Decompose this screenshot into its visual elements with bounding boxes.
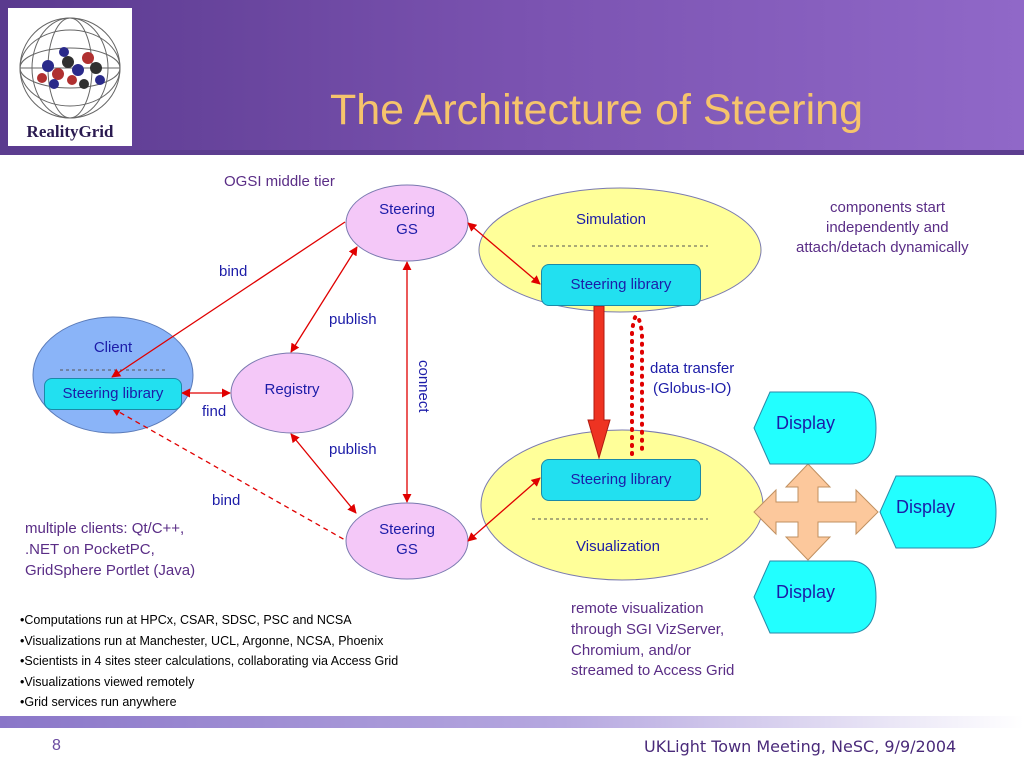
- display-right-label: Display: [896, 497, 956, 517]
- bullet-item: •Computations run at HPCx, CSAR, SDSC, P…: [20, 613, 352, 627]
- note-clients-2: .NET on PocketPC,: [25, 541, 155, 558]
- display-right: [879, 475, 997, 549]
- bullet-item: •Visualizations run at Manchester, UCL, …: [20, 633, 384, 648]
- data-transfer-line-1: data transfer: [650, 360, 735, 377]
- logo: RealityGrid: [8, 8, 132, 146]
- note-clients-3: GridSphere Portlet (Java): [25, 562, 196, 579]
- note-components-2: independently and: [826, 219, 949, 236]
- simulation-steering-library: Steering library: [541, 264, 701, 306]
- display-top-label: Display: [776, 413, 836, 433]
- simulation-label: Simulation: [575, 211, 647, 228]
- bullet-item: •Scientists in 4 sites steer calculation…: [20, 654, 399, 668]
- bullet-list: •Computations run at HPCx, CSAR, SDSC, P…: [20, 610, 398, 713]
- edge-label-find: find: [202, 403, 227, 420]
- display-top: [753, 391, 877, 465]
- edge-label-publish-top: publish: [329, 311, 377, 328]
- edge-label-bind-top: bind: [219, 263, 248, 280]
- registry-label: Registry: [264, 381, 320, 398]
- registry-node: [230, 352, 354, 434]
- footer-bar: [0, 716, 1024, 728]
- note-remote-vis-3: Chromium, and/or: [571, 642, 692, 659]
- connector-cross-icon: [753, 463, 879, 561]
- note-components-3: attach/detach dynamically: [796, 239, 969, 256]
- slide-header: [0, 0, 1024, 155]
- note-remote-vis-2: through SGI VizServer,: [571, 621, 725, 638]
- steering-gs-bottom-label: Steering GS: [379, 521, 435, 558]
- arrow-down-icon: [587, 305, 611, 460]
- ogsi-label: OGSI middle tier: [224, 173, 335, 190]
- globe-molecule-icon: [19, 17, 121, 119]
- visualization-steering-library: Steering library: [541, 459, 701, 501]
- client-label: Client: [93, 339, 133, 356]
- note-clients-1: multiple clients: Qt/C++,: [25, 520, 185, 537]
- edge-label-connect: connect: [415, 360, 432, 413]
- visualization-label: Visualization: [576, 538, 660, 555]
- logo-text: RealityGrid: [26, 122, 114, 141]
- display-bottom-label: Display: [776, 582, 836, 602]
- data-transfer-loop: [630, 314, 644, 456]
- edge-label-publish-bottom: publish: [329, 441, 377, 458]
- client-steering-library: Steering library: [44, 378, 182, 410]
- edge-gs-bottom-vis: [467, 477, 541, 542]
- header-divider: [0, 150, 1024, 155]
- slide-title: The Architecture of Steering: [330, 86, 864, 134]
- page-number: 8: [52, 737, 61, 754]
- client-node: [32, 316, 194, 434]
- note-components-1: components start: [830, 199, 946, 216]
- footer-text: UKLight Town Meeting, NeSC, 9/9/2004: [644, 737, 957, 756]
- steering-gs-top-label: Steering GS: [379, 201, 435, 238]
- edge-gs-top-sim: [467, 222, 541, 285]
- bullet-item: •Visualizations viewed remotely: [20, 674, 195, 689]
- edge-label-bind-bottom: bind: [212, 492, 241, 509]
- edge-publish-top: [290, 246, 358, 353]
- bullet-item: •Grid services run anywhere: [20, 695, 177, 709]
- data-transfer-line-2: (Globus-IO): [653, 380, 732, 397]
- display-bottom: [753, 560, 877, 634]
- note-remote-vis-1: remote visualization: [571, 600, 704, 617]
- note-remote-vis-4: streamed to Access Grid: [571, 662, 735, 679]
- edge-publish-bottom: [290, 433, 357, 514]
- visualization-node: [480, 429, 764, 581]
